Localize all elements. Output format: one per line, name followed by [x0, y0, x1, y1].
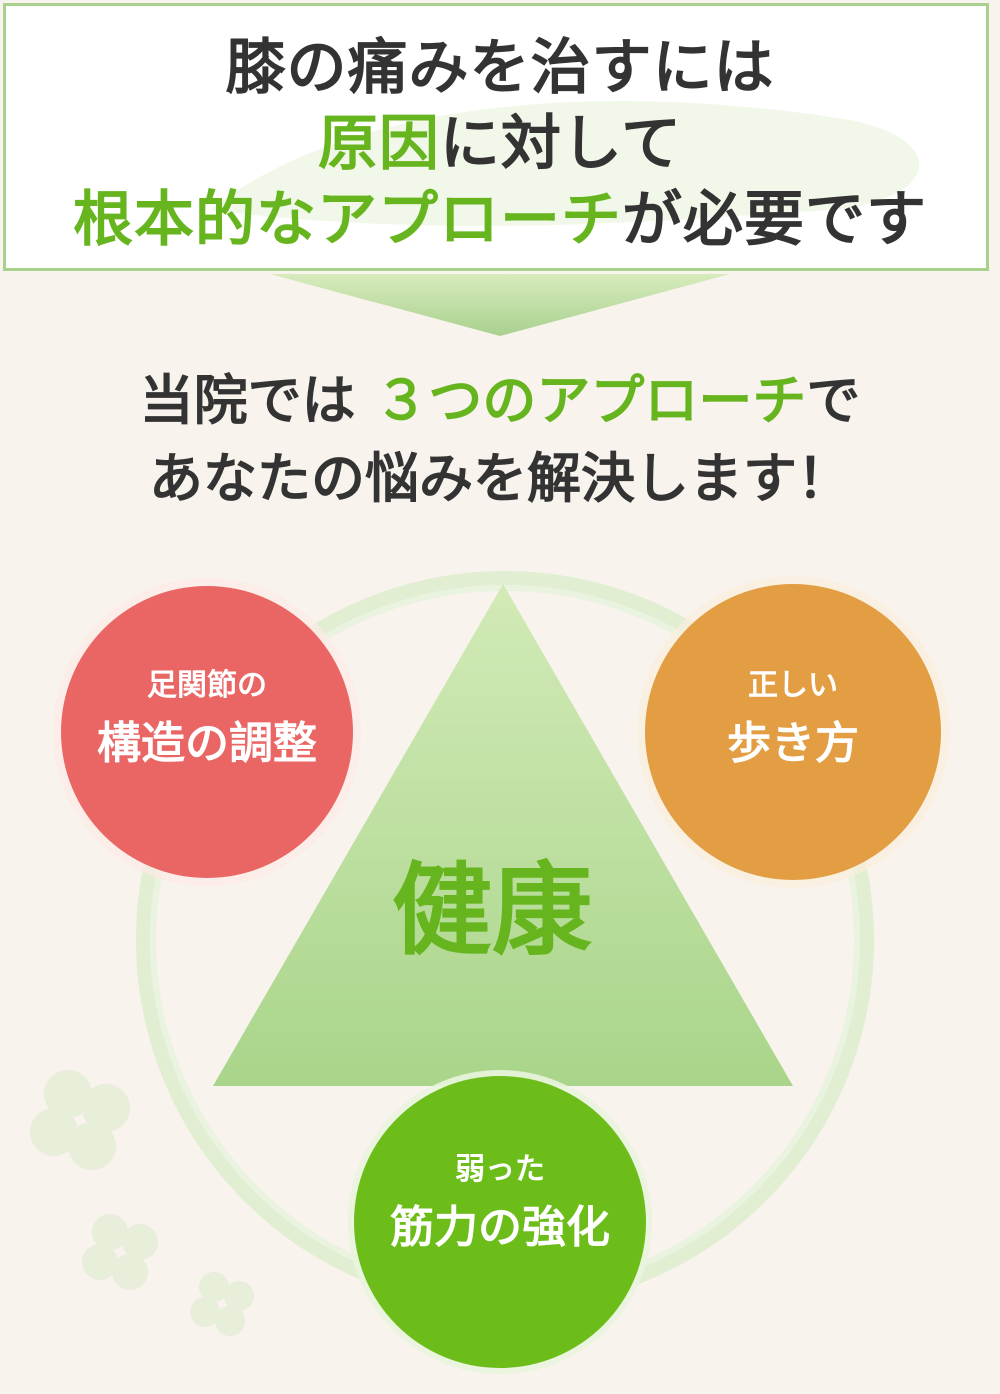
approach-muscle — [348, 1070, 652, 1374]
intro-line-1: 当院では ３つのアプローチで — [0, 368, 1000, 434]
approach-structure-small: 足関節の — [147, 668, 267, 703]
clover-icon — [30, 1070, 130, 1170]
intro-text-2: あなたの悩みを解決します！ — [149, 447, 851, 510]
clover-icon — [190, 1272, 254, 1336]
clover-icon — [82, 1214, 158, 1290]
headline-text-1: 膝の痛みを治すには — [225, 33, 775, 103]
approach-muscle-label: 弱った 筋力の強化 — [350, 1150, 650, 1256]
intro-suffix: で — [806, 369, 861, 432]
intro-prefix: 当院では — [139, 369, 356, 432]
approach-muscle-big: 筋力の強化 — [390, 1202, 610, 1253]
headline-line-3: 根本的なアプローチが必要です — [0, 184, 1000, 256]
approach-walking — [637, 576, 949, 888]
approach-diagram: 健康 — [30, 571, 949, 1374]
health-triangle — [213, 584, 793, 1086]
approach-walking-big: 歩き方 — [727, 718, 859, 769]
approach-walking-small: 正しい — [748, 668, 838, 703]
headline-line-1: 膝の痛みを治すには — [0, 32, 1000, 104]
down-arrow-icon — [270, 274, 730, 336]
headline-text-3: が必要です — [622, 185, 927, 255]
headline-highlight-cause: 原因 — [317, 109, 440, 179]
headline-line-2: 原因に対して — [0, 108, 1000, 180]
brush-stroke-decoration — [210, 100, 920, 226]
approach-structure-label: 足関節の 構造の調整 — [57, 666, 357, 772]
approach-muscle-small: 弱った — [455, 1152, 545, 1187]
headline-highlight-approach: 根本的なアプローチ — [73, 185, 622, 255]
approach-structure-big: 構造の調整 — [97, 718, 317, 769]
approach-structure-circle — [61, 586, 353, 878]
approach-structure — [53, 578, 361, 886]
intro-highlight: ３つのアプローチ — [374, 369, 807, 432]
headline-text-2: に対して — [439, 109, 683, 179]
approach-walking-label: 正しい 歩き方 — [643, 666, 943, 772]
intro-line-2: あなたの悩みを解決します！ — [0, 446, 1000, 512]
approach-muscle-circle — [354, 1076, 646, 1368]
center-label: 健康 — [392, 852, 592, 969]
approach-walking-circle — [645, 584, 941, 880]
